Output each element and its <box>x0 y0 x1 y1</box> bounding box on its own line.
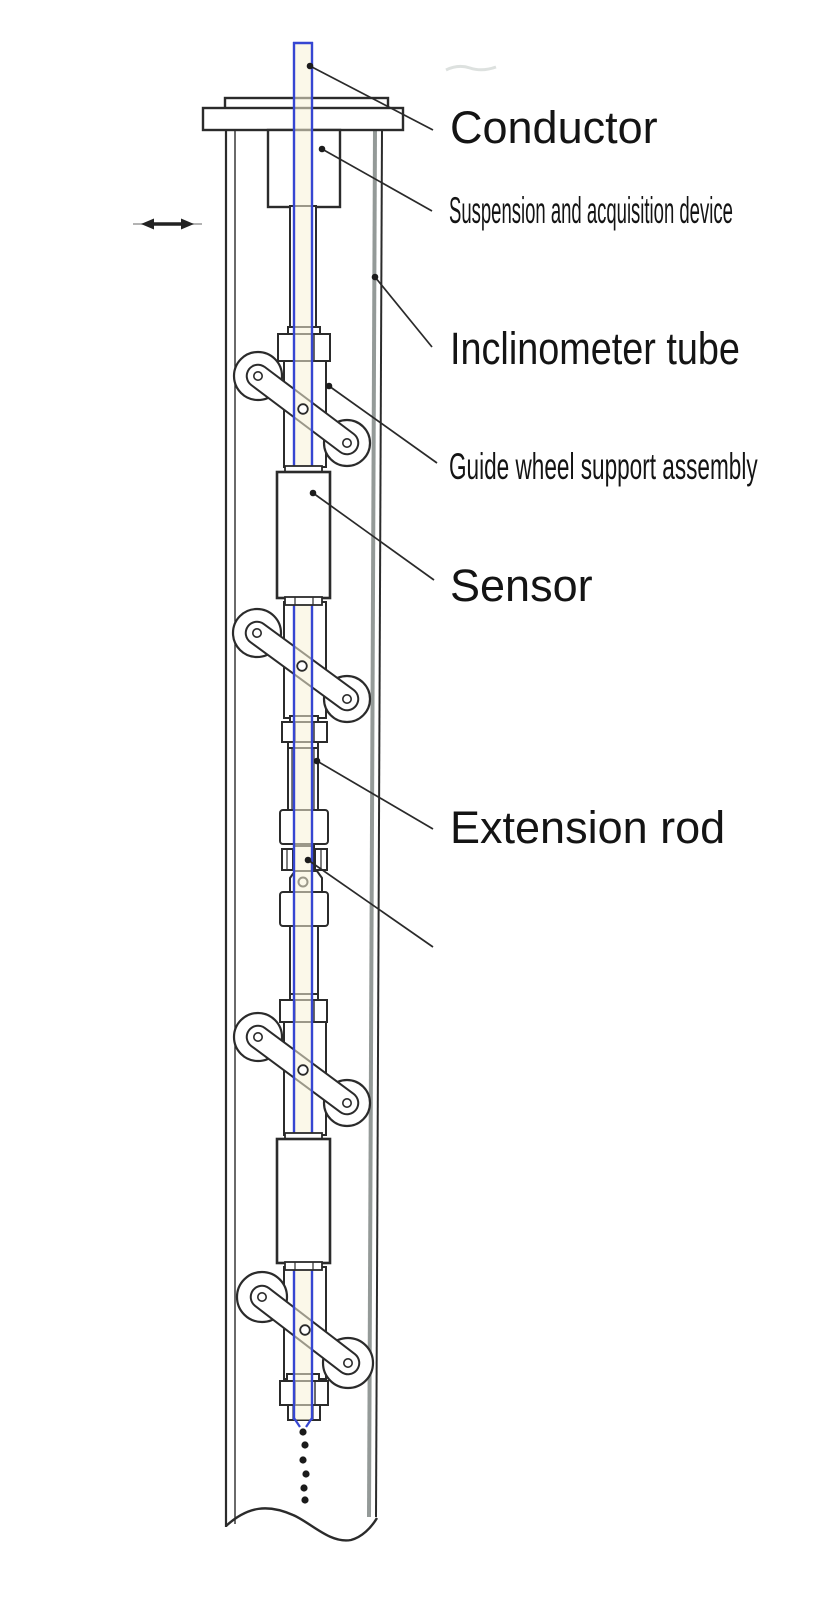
leader-sensor <box>309 489 435 581</box>
leader-extension-rod <box>313 757 434 830</box>
leader-lines <box>304 62 438 948</box>
wheel-arm-holes <box>296 403 311 1336</box>
conductor-core-fill <box>295 42 311 1420</box>
horizontal-double-arrow-icon <box>133 218 202 230</box>
label-extension-rod: Extension rod <box>450 802 726 853</box>
conductor-tip <box>305 1417 313 1428</box>
sensor-body <box>275 1137 332 1265</box>
wheel-pivot <box>252 627 263 638</box>
continuation-dots <box>299 1428 310 1504</box>
leader-universal-joint <box>304 856 434 948</box>
leader-guide-wheel <box>325 382 438 464</box>
leader-conductor <box>306 62 434 131</box>
inclinometer-tube-walls <box>224 128 383 1527</box>
label-guide-wheel-assembly: Guide wheel support assembly <box>449 446 758 487</box>
conductor-tip <box>293 1417 301 1428</box>
sensor-block <box>275 1132 332 1271</box>
label-inclinometer-tube: Inclinometer tube <box>450 323 740 374</box>
wheel-pivot <box>256 1292 267 1303</box>
sensor-flange-bottom <box>284 596 323 606</box>
wheel-pivot <box>341 437 352 448</box>
tube-wall-right-gray <box>367 128 377 1518</box>
leader-inclinometer-tube <box>371 273 433 348</box>
label-sensor: Sensor <box>450 560 593 611</box>
arm-hole <box>296 660 308 672</box>
wheel-pivot <box>341 693 352 704</box>
arm-hole <box>297 403 309 415</box>
label-conductor: Conductor <box>450 102 658 153</box>
arm-hole <box>297 1064 309 1076</box>
leader-suspension <box>318 145 433 212</box>
tube-wall-right-outer <box>375 128 383 1518</box>
wheel-pivot <box>342 1358 353 1369</box>
arm-hole <box>299 1324 311 1336</box>
sensor-block <box>275 465 332 606</box>
sensors <box>275 465 332 1271</box>
label-suspension-device: Suspension and acquisition device <box>449 190 733 231</box>
wheel-pivot <box>253 1032 264 1043</box>
wheel-pivot <box>341 1098 352 1109</box>
sensor-flange-bottom <box>284 1261 323 1271</box>
scan-artifact <box>445 64 497 72</box>
sensor-body <box>275 470 332 600</box>
wheel-pivot <box>253 370 264 381</box>
tube-break-line <box>225 1507 379 1542</box>
